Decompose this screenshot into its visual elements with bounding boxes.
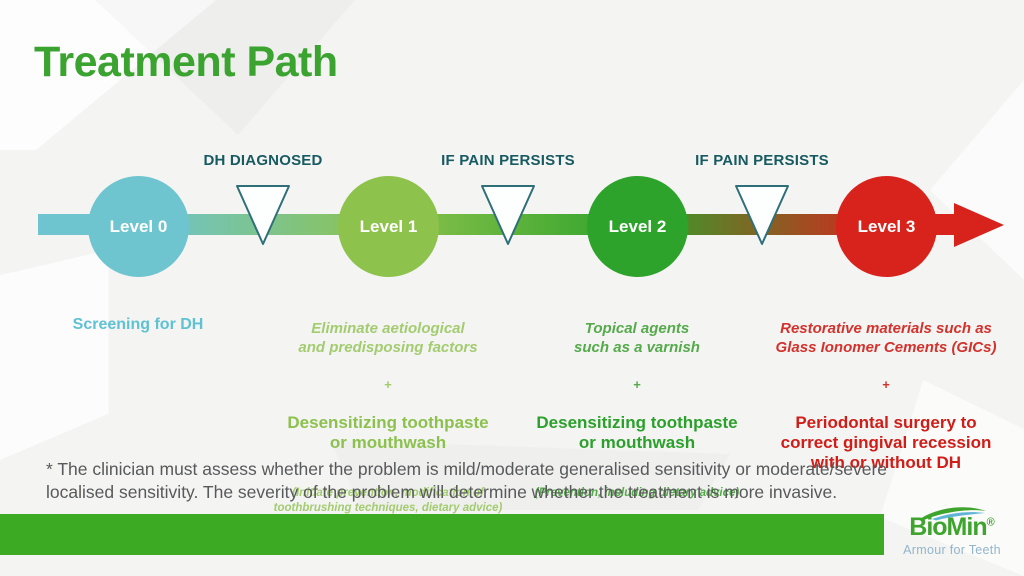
level-2-description: Topical agents such as a varnish + Desen… [512,302,762,519]
level-2-primary-text: Topical agents such as a varnish [574,320,700,356]
level-2-node: Level 2 [587,176,688,277]
level-1-node: Level 1 [338,176,439,277]
level-3-secondary-text: Periodontal surgery to correct gingival … [780,413,992,473]
level-0-description: Screening for DH [72,316,204,333]
background-facet [0,250,109,460]
level-1-description: Eliminate aetiological and predisposing … [253,302,523,534]
level-2-note-text: (Prevention, including dietary advice) [534,487,740,500]
level-3-node: Level 3 [836,176,937,277]
brand-name: BioMin® [886,513,1018,542]
plus-sign: + [384,376,392,392]
level-2-secondary-text: Desensitizing toothpaste or mouthwash [536,413,738,453]
level-0-label: Level 0 [109,216,168,236]
level-1-secondary-text: Desensitizing toothpaste or mouthwash [287,413,489,453]
registered-mark: ® [986,516,995,529]
level-3-label: Level 3 [857,216,916,236]
marker-label-if-pain-persists-2: IF PAIN PERSISTS [695,152,829,169]
down-triangle-icon [236,185,290,245]
marker-label-dh-diagnosed: DH DIAGNOSED [203,152,323,169]
level-3-description: Restorative materials such as Glass Iono… [751,302,1021,491]
brand-text: BioMin [909,513,987,541]
level-1-label: Level 1 [359,216,418,236]
level-1-note-text: (Initiate prevention, modification of to… [273,487,503,515]
footer-green-bar [0,514,884,555]
background-facet [930,80,1024,280]
brand-tagline: Armour for Teeth [903,543,1001,557]
biomin-logo: BioMin® Armour for Teeth [886,504,1018,568]
level-0-node: Level 0 [88,176,189,277]
marker-label-if-pain-persists-1: IF PAIN PERSISTS [441,152,575,169]
down-triangle-icon [735,185,789,245]
plus-sign: + [882,376,890,392]
timeline-arrowhead-icon [954,203,1004,247]
plus-sign: + [633,376,641,392]
level-3-primary-text: Restorative materials such as Glass Iono… [775,320,997,356]
level-1-primary-text: Eliminate aetiological and predisposing … [298,320,478,356]
down-triangle-icon [481,185,535,245]
level-2-label: Level 2 [608,216,667,236]
leaf-swoosh-icon [920,507,986,521]
page-title: Treatment Path [34,38,338,86]
clinician-footnote: * The clinician must assess whether the … [46,459,888,503]
